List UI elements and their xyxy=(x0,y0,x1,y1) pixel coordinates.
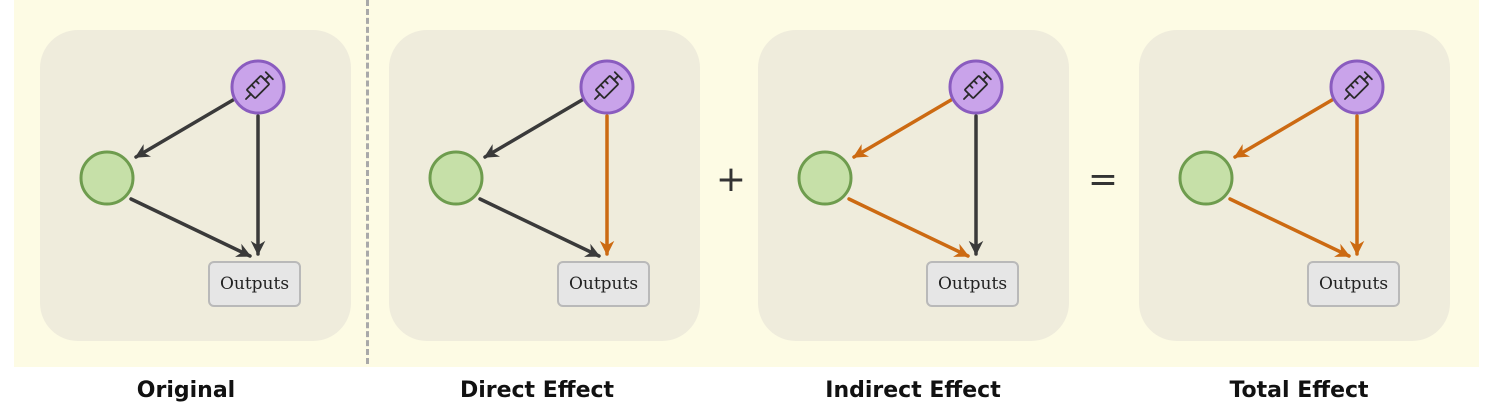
outputs-node: Outputs xyxy=(926,261,1019,307)
intervention-node xyxy=(230,59,286,115)
graph-indirect-effect xyxy=(797,59,1004,258)
outputs-node: Outputs xyxy=(557,261,650,307)
caption-original: Original xyxy=(136,378,236,403)
outputs-node: Outputs xyxy=(1307,261,1400,307)
panel-direct-effect: Outputs xyxy=(389,30,700,341)
edge-mediator-to-outputs xyxy=(847,197,970,258)
mediator-node xyxy=(428,150,484,206)
syringe-icon xyxy=(245,71,274,100)
panel-total-effect: Outputs xyxy=(1139,30,1450,341)
syringe-icon xyxy=(963,71,992,100)
edge-intervention-to-mediator xyxy=(483,98,584,159)
edge-mediator-to-outputs xyxy=(1228,197,1351,258)
dashed-divider xyxy=(366,0,369,364)
edge-intervention-to-mediator xyxy=(134,98,235,159)
syringe-icon xyxy=(1344,71,1373,100)
mediator-node xyxy=(1178,150,1234,206)
panel-original: Outputs xyxy=(40,30,351,341)
graph-original xyxy=(79,59,286,258)
caption-total-effect: Total Effect xyxy=(1229,378,1369,403)
intervention-node xyxy=(948,59,1004,115)
syringe-icon xyxy=(594,71,623,100)
equals-operator: = xyxy=(1087,159,1119,200)
intervention-node xyxy=(579,59,635,115)
edge-intervention-to-mediator xyxy=(852,98,953,159)
plus-operator: + xyxy=(715,159,747,200)
intervention-node xyxy=(1329,59,1385,115)
edge-mediator-to-outputs xyxy=(478,197,601,258)
edge-intervention-to-mediator xyxy=(1233,98,1334,159)
outputs-node: Outputs xyxy=(208,261,301,307)
panel-indirect-effect: Outputs xyxy=(758,30,1069,341)
mediator-node xyxy=(797,150,853,206)
mediator-node xyxy=(79,150,135,206)
graph-direct-effect xyxy=(428,59,635,258)
caption-indirect-effect: Indirect Effect xyxy=(825,378,1001,403)
graph-total-effect xyxy=(1178,59,1385,258)
caption-direct-effect: Direct Effect xyxy=(459,378,615,403)
edge-mediator-to-outputs xyxy=(129,197,252,258)
